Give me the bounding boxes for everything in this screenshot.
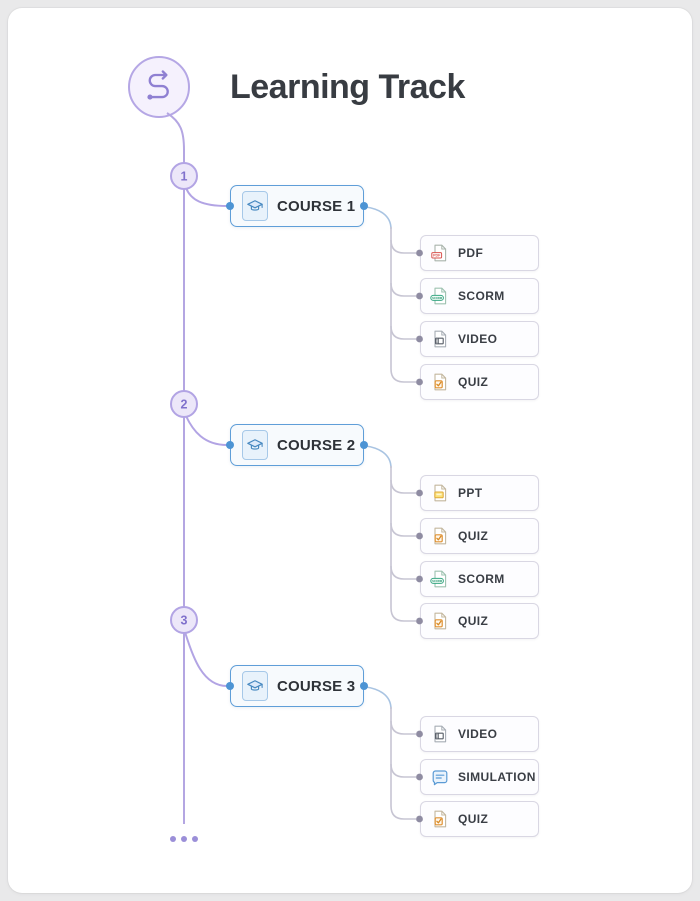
course-node-2[interactable]: COURSE 2	[230, 424, 364, 466]
content-node-simulation[interactable]: SIMULATION	[420, 759, 539, 795]
video-file-icon	[430, 724, 450, 744]
content-node-video[interactable]: VIDEO	[420, 321, 539, 357]
content-label: VIDEO	[458, 332, 498, 346]
content-label: PPT	[458, 486, 483, 500]
content-label: PDF	[458, 246, 484, 260]
content-label: QUIZ	[458, 529, 489, 543]
course-label: COURSE 1	[277, 197, 356, 215]
content-node-quiz[interactable]: QUIZ	[420, 801, 539, 837]
scorm-file-icon	[430, 286, 450, 306]
quiz-file-icon	[430, 372, 450, 392]
content-node-pdf[interactable]: PDF	[420, 235, 539, 271]
content-label: SCORM	[458, 572, 505, 586]
video-file-icon	[430, 329, 450, 349]
content-node-scorm[interactable]: SCORM	[420, 278, 539, 314]
content-label: SCORM	[458, 289, 505, 303]
quiz-file-icon	[430, 611, 450, 631]
course-label: COURSE 2	[277, 436, 356, 454]
content-label: QUIZ	[458, 375, 489, 389]
content-node-scorm[interactable]: SCORM	[420, 561, 539, 597]
graduation-cap-icon	[242, 671, 268, 701]
content-node-quiz[interactable]: QUIZ	[420, 518, 539, 554]
simulation-icon	[430, 767, 450, 787]
course-node-1[interactable]: COURSE 1	[230, 185, 364, 227]
pdf-file-icon	[430, 243, 450, 263]
content-label: QUIZ	[458, 614, 489, 628]
course-label: COURSE 3	[277, 677, 356, 695]
scorm-file-icon	[430, 569, 450, 589]
content-label: QUIZ	[458, 812, 489, 826]
content-node-quiz[interactable]: QUIZ	[420, 603, 539, 639]
ppt-file-icon	[430, 483, 450, 503]
content-label: SIMULATION	[458, 770, 536, 784]
quiz-file-icon	[430, 809, 450, 829]
content-label: VIDEO	[458, 727, 498, 741]
course-node-3[interactable]: COURSE 3	[230, 665, 364, 707]
page-title: Learning Track	[230, 68, 465, 106]
route-icon	[128, 56, 190, 118]
content-node-video[interactable]: VIDEO	[420, 716, 539, 752]
quiz-file-icon	[430, 526, 450, 546]
graduation-cap-icon	[242, 191, 268, 221]
content-node-ppt[interactable]: PPT	[420, 475, 539, 511]
graduation-cap-icon	[242, 430, 268, 460]
content-node-quiz[interactable]: QUIZ	[420, 364, 539, 400]
